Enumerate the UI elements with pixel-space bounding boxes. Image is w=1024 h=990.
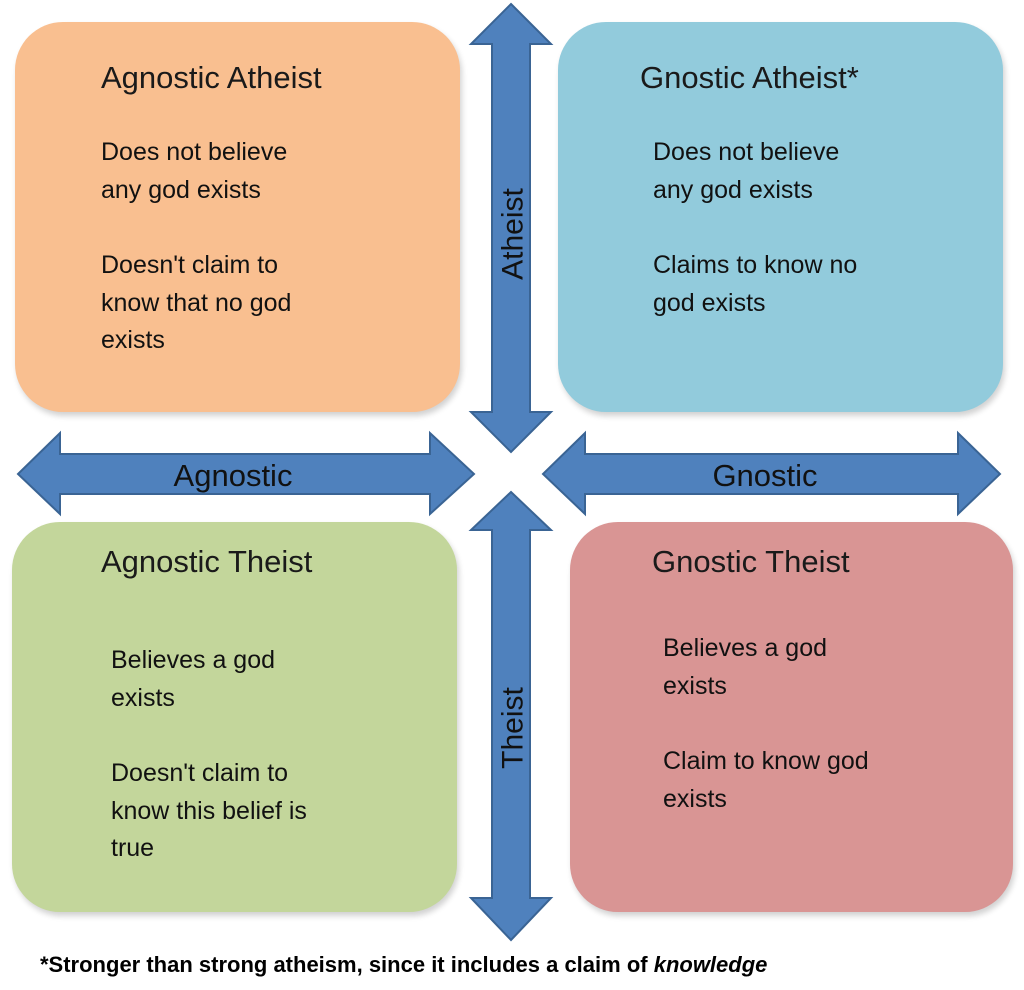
text-line: exists xyxy=(663,671,727,700)
gnostic-theist-belief: Believes a god exists xyxy=(663,630,827,705)
text-line: any god exists xyxy=(101,175,261,204)
gnostic-atheist-belief: Does not believe any god exists xyxy=(653,134,839,209)
text-line: Believes a god xyxy=(663,634,828,662)
text-line: any god exists xyxy=(653,175,813,204)
text-line: god exists xyxy=(653,288,766,317)
gnostic-atheist-title: Gnostic Atheist* xyxy=(640,60,859,95)
text-line: Doesn't claim to xyxy=(101,251,279,279)
text-line: know this belief is xyxy=(111,796,307,825)
footnote-text: *Stronger than strong atheism, since it … xyxy=(40,952,654,977)
agnostic-theist-title: Agnostic Theist xyxy=(101,544,313,579)
text-line: Claims to know no xyxy=(653,251,858,279)
gnostic-arrow xyxy=(541,430,1002,517)
atheist-axis-label: Atheist xyxy=(497,187,530,279)
text-line: Does not believe xyxy=(101,138,288,166)
text-line: true xyxy=(111,834,155,862)
text-line: exists xyxy=(101,326,165,354)
agnostic-theist-belief: Believes a god exists xyxy=(111,642,275,717)
gnostic-theist-box: Gnostic Theist Believes a god exists Cla… xyxy=(570,522,1013,912)
theist-arrow xyxy=(468,490,554,942)
agnostic-atheist-belief: Does not believe any god exists xyxy=(101,134,287,209)
atheist-arrow xyxy=(468,2,554,454)
gnostic-atheist-knowledge: Claims to know no god exists xyxy=(653,247,857,322)
footnote: *Stronger than strong atheism, since it … xyxy=(40,952,767,978)
agnostic-atheist-title: Agnostic Atheist xyxy=(101,60,322,95)
gnostic-theist-title: Gnostic Theist xyxy=(652,544,850,579)
text-line: Doesn't claim to xyxy=(111,759,289,787)
text-line: Claim to know god xyxy=(663,747,869,775)
theist-axis-label: Theist xyxy=(497,686,530,768)
footnote-emphasis: knowledge xyxy=(653,952,768,977)
text-line: know that no god xyxy=(101,288,292,317)
agnostic-atheist-box: Agnostic Atheist Does not believe any go… xyxy=(15,22,460,412)
gnostic-axis-label: Gnostic xyxy=(712,458,817,493)
agnostic-theist-knowledge: Doesn't claim to know this belief is tru… xyxy=(111,755,307,868)
agnostic-theist-box: Agnostic Theist Believes a god exists Do… xyxy=(12,522,457,912)
agnostic-arrow xyxy=(16,430,476,517)
text-line: exists xyxy=(663,784,727,813)
text-line: Believes a god xyxy=(111,646,276,674)
agnostic-atheist-knowledge: Doesn't claim to know that no god exists xyxy=(101,247,291,360)
text-line: Does not believe xyxy=(653,138,840,166)
agnostic-axis-label: Agnostic xyxy=(174,458,293,493)
gnostic-atheist-box: Gnostic Atheist* Does not believe any go… xyxy=(558,22,1003,412)
text-line: exists xyxy=(111,683,175,712)
gnostic-theist-knowledge: Claim to know god exists xyxy=(663,743,869,818)
